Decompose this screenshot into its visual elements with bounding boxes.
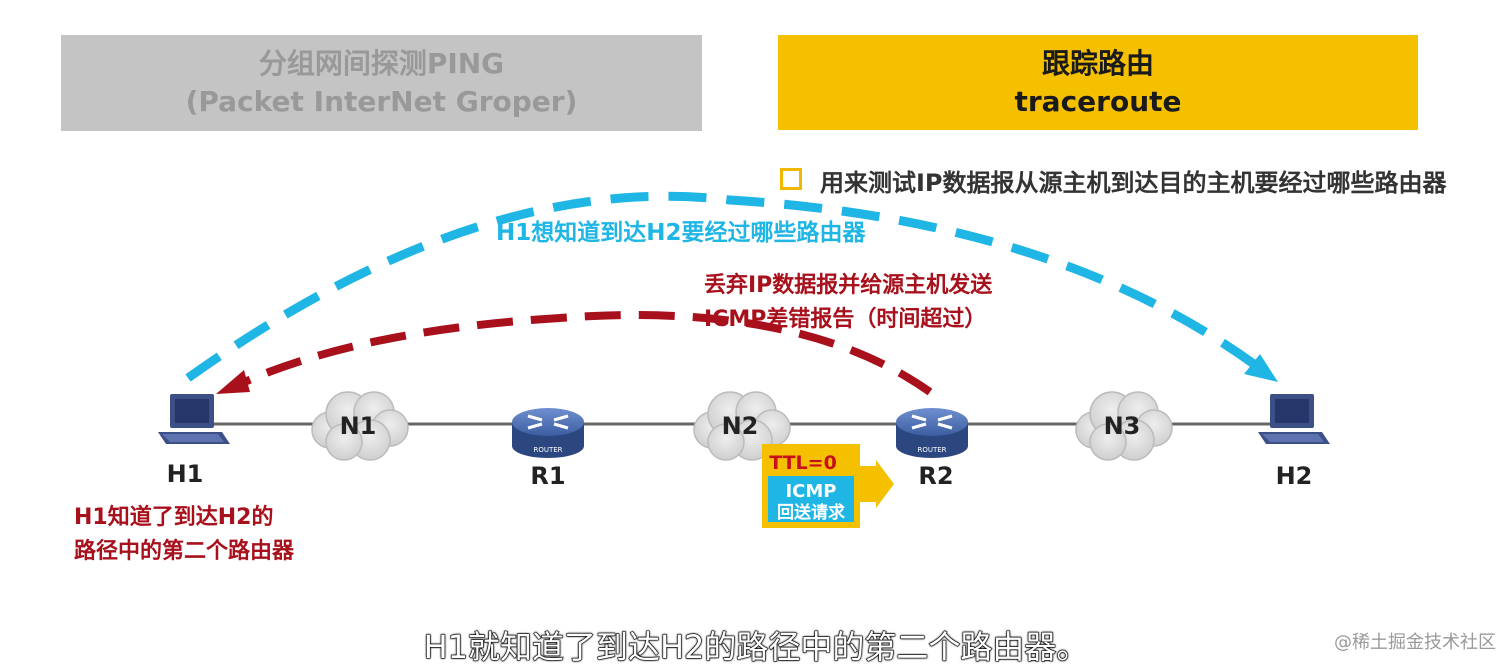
ping-subtitle: (Packet InterNet Groper) (185, 85, 578, 118)
packet-icmp: ICMP (785, 481, 836, 502)
packet-ttl: TTL=0 (769, 452, 837, 474)
label-h2: H2 (1276, 462, 1313, 490)
blue-arc-label: H1想知道到达H2要经过哪些路由器 (496, 219, 867, 246)
label-n1: N1 (340, 412, 377, 440)
router-r2-icon: ROUTER (896, 408, 968, 458)
label-n3: N3 (1104, 412, 1141, 440)
h1-note-2: 路径中的第二个路由器 (74, 538, 295, 564)
router-r2-tag: ROUTER (917, 446, 946, 454)
label-r1: R1 (530, 462, 565, 490)
router-r1-tag: ROUTER (533, 446, 562, 454)
blue-dashed-arc (185, 191, 1265, 382)
host-h2-icon (1258, 394, 1330, 444)
watermark: @稀土掘金技术社区 (1334, 632, 1496, 653)
bullet-text: 用来测试IP数据报从源主机到达目的主机要经过哪些路由器 (820, 169, 1447, 197)
packet-icmp-box (768, 476, 854, 522)
traceroute-subtitle: traceroute (1014, 84, 1182, 118)
ping-title: 分组网间探测PING (258, 47, 505, 80)
h1-note-1: H1知道了到达H2的 (74, 504, 273, 530)
packet-echo: 回送请求 (777, 502, 845, 523)
ping-header-box: 分组网间探测PING (Packet InterNet Groper) (61, 35, 702, 131)
label-h1: H1 (167, 460, 204, 488)
red-dashed-arc (238, 311, 933, 396)
bullet-square-icon (780, 168, 802, 190)
blue-arrowhead-icon (1244, 354, 1278, 382)
red-arc-label-1: 丢弃IP数据报并给源主机发送 (704, 272, 992, 298)
router-r1-icon: ROUTER (512, 408, 584, 458)
traceroute-header-box: 跟踪路由 traceroute (778, 35, 1418, 130)
label-n2: N2 (722, 412, 759, 440)
packet-arrow-icon (858, 460, 894, 508)
video-subtitle: H1就知道了到达H2的路径中的第二个路由器。 (423, 627, 1089, 666)
host-h1-icon (158, 394, 230, 444)
red-arc-label-2: ICMP差错报告（时间超过） (704, 306, 986, 332)
label-r2: R2 (918, 462, 953, 490)
red-arrowhead-icon (216, 370, 250, 394)
traceroute-title: 跟踪路由 (1041, 46, 1154, 80)
